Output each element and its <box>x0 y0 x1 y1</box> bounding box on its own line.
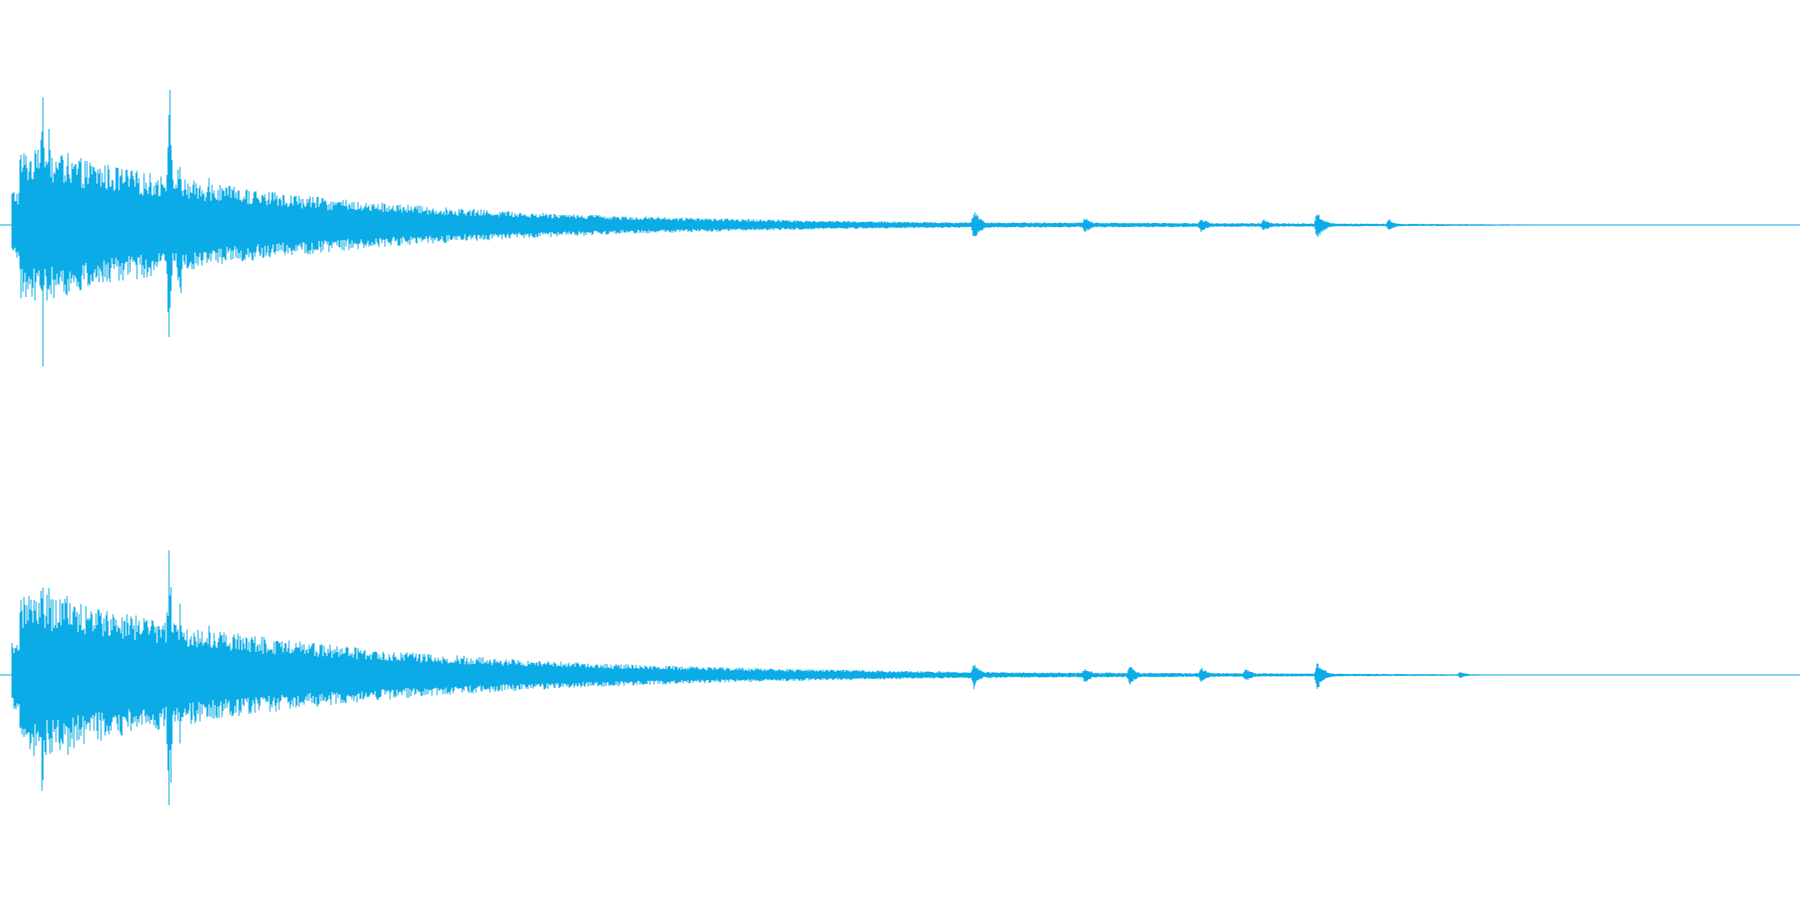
channel-left-waveform <box>11 89 1622 367</box>
channel-right <box>0 550 1800 806</box>
channel-left <box>0 89 1800 367</box>
channel-right-waveform <box>11 550 1586 806</box>
